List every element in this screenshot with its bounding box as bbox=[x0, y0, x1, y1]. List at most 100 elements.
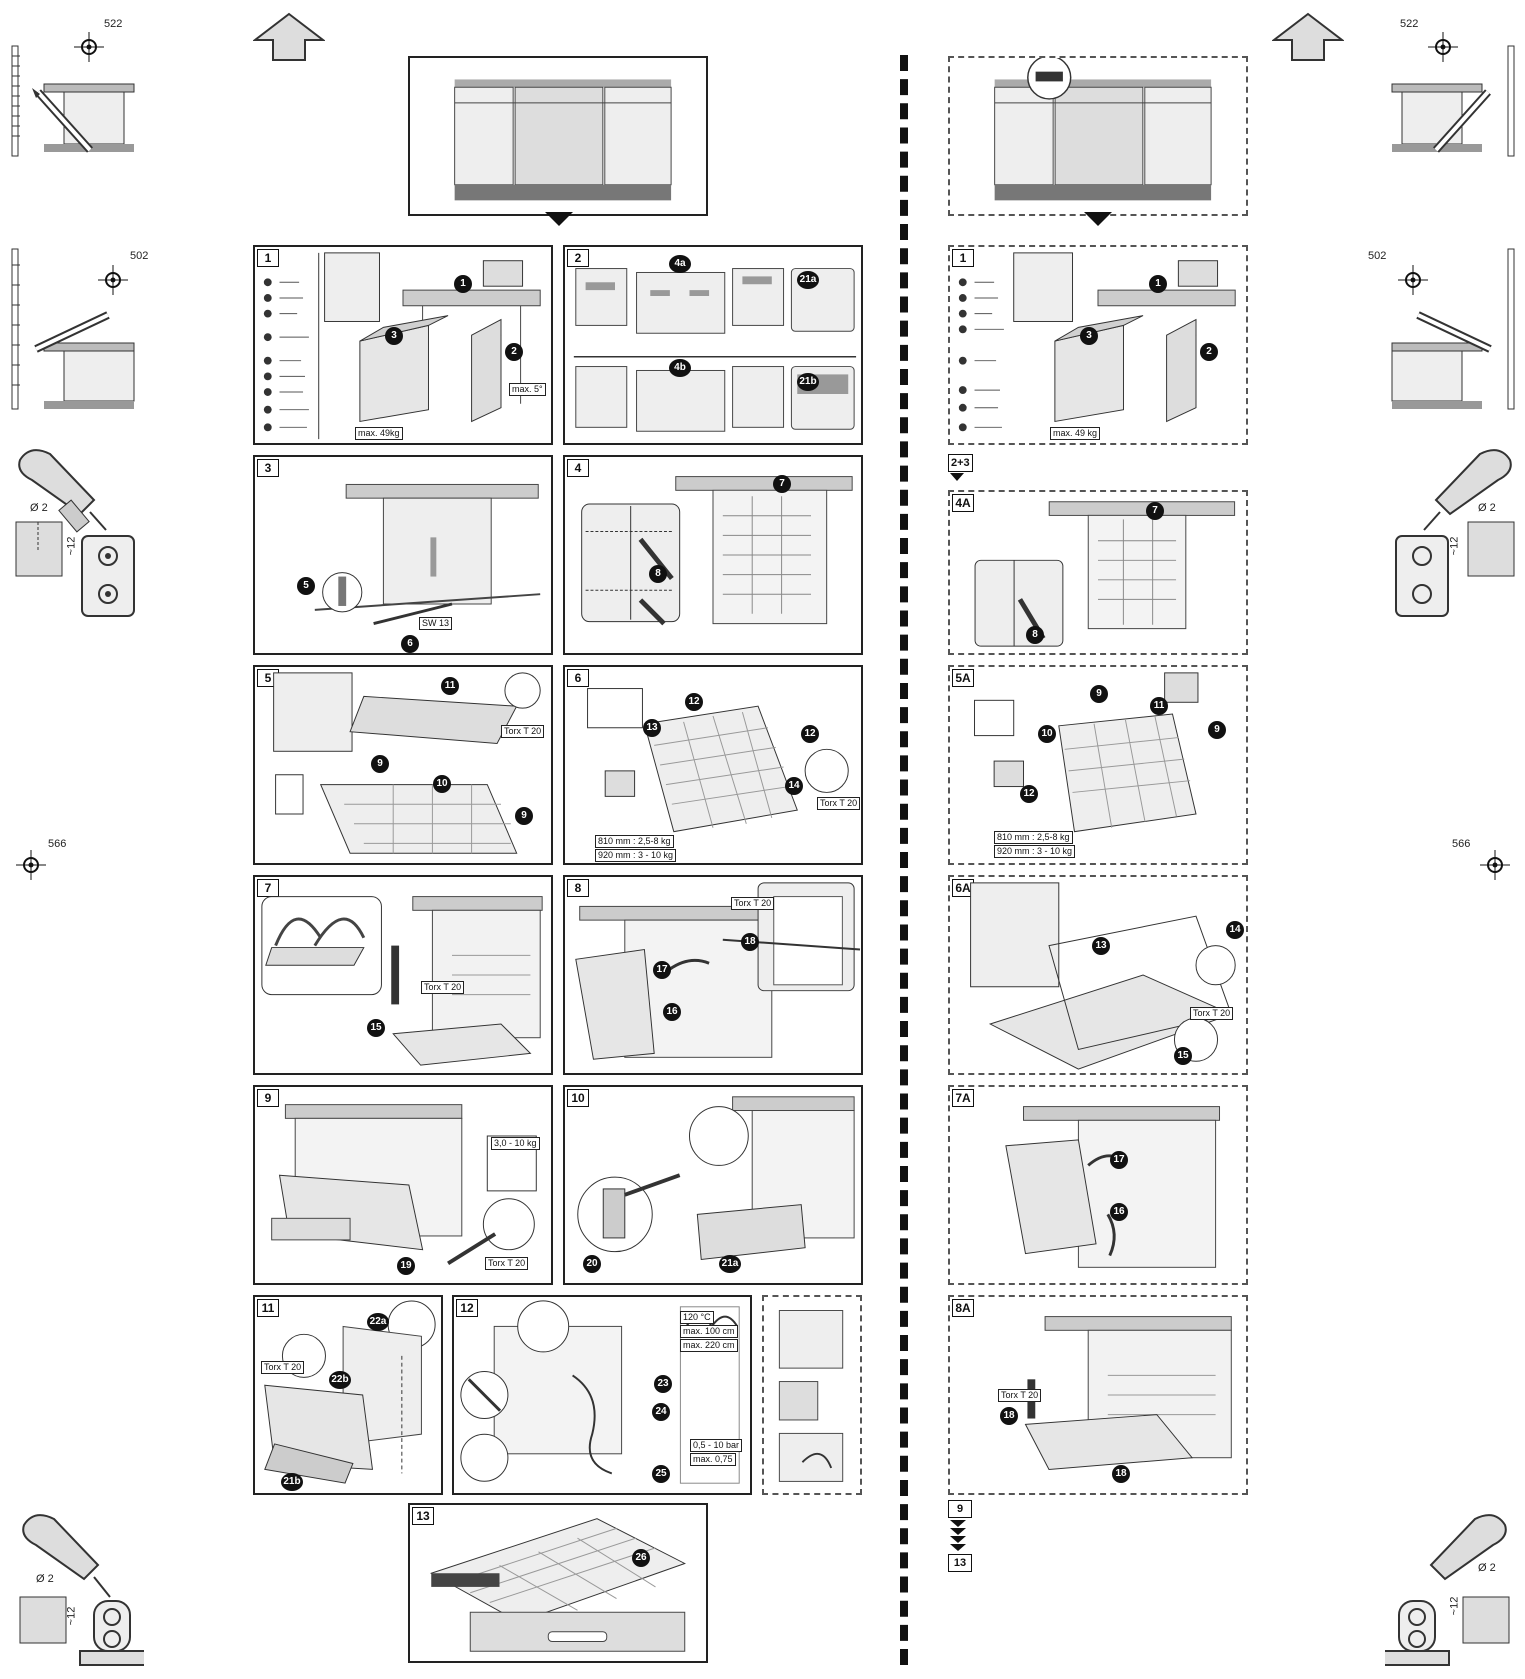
angle-tag: max. 5° bbox=[509, 383, 546, 396]
right-step-1: 1 1 2 3 max. 49 kg bbox=[948, 245, 1248, 445]
callout: 9 bbox=[515, 807, 533, 825]
callout: 22b bbox=[329, 1371, 351, 1389]
step-illustration bbox=[264, 1300, 436, 1484]
left-step-5: 5 11 9 10 9 Torx T 20 bbox=[253, 665, 553, 865]
right-step-4a: 4A 7 8 bbox=[948, 490, 1248, 655]
hose-length-tag: max. 220 cm bbox=[680, 1339, 738, 1352]
dim-label: 502 bbox=[1368, 250, 1387, 262]
callout: 23 bbox=[654, 1375, 672, 1393]
callout: 16 bbox=[1110, 1203, 1128, 1221]
callout: 25 bbox=[652, 1465, 670, 1483]
left-step-10: 10 20 21a bbox=[563, 1085, 863, 1285]
step-illustration bbox=[271, 1104, 537, 1266]
step-number: 9 bbox=[257, 1089, 279, 1107]
callout: 9 bbox=[1090, 685, 1108, 703]
step-number: 4A bbox=[952, 494, 974, 512]
step-number: 4 bbox=[567, 459, 589, 477]
callout: 24 bbox=[652, 1403, 670, 1421]
callout: 14 bbox=[1226, 921, 1244, 939]
drill-depth-label: ~12 bbox=[1448, 1596, 1461, 1616]
crosshair-icon bbox=[74, 32, 104, 62]
callout: 9 bbox=[371, 755, 389, 773]
callout: 11 bbox=[441, 677, 459, 695]
cabinet-angle-left-illustration bbox=[11, 248, 135, 410]
dim-label: 502 bbox=[130, 250, 149, 262]
cabinet-angle-right-illustration bbox=[1391, 248, 1515, 410]
overview-right bbox=[948, 56, 1248, 216]
callout: 11 bbox=[1150, 697, 1168, 715]
callout: 2 bbox=[1200, 343, 1218, 361]
callout: 20 bbox=[583, 1255, 601, 1273]
callout: 3 bbox=[1080, 327, 1098, 345]
drill-depth-label: ~12 bbox=[65, 1606, 78, 1626]
step-illustration bbox=[430, 1518, 686, 1652]
step-illustration bbox=[974, 672, 1199, 833]
torx-tag: Torx T 20 bbox=[501, 725, 545, 738]
callout: 9 bbox=[1208, 721, 1226, 739]
overview-left bbox=[408, 56, 708, 216]
callout: 16 bbox=[663, 1003, 681, 1021]
callout: 12 bbox=[1020, 785, 1038, 803]
up-arrow-left-icon bbox=[253, 12, 325, 61]
right-step-5a: 5A 9 11 10 9 12 810 mm : 2,5-8 kg 920 mm… bbox=[948, 665, 1248, 865]
temperature-tag: 120 °C bbox=[680, 1311, 714, 1324]
callout: 5 bbox=[297, 577, 315, 595]
crosshair-icon bbox=[1398, 265, 1428, 295]
callout: 18 bbox=[741, 933, 759, 951]
dim-label: 566 bbox=[1452, 838, 1471, 850]
callout: 4a bbox=[669, 255, 691, 273]
torx-tag: Torx T 20 bbox=[261, 1361, 305, 1374]
wrench-size-tag: SW 13 bbox=[419, 617, 453, 630]
callout: 7 bbox=[773, 475, 791, 493]
callout: 15 bbox=[367, 1019, 385, 1037]
step-number: 3 bbox=[257, 459, 279, 477]
right-step-7a: 7A 17 16 bbox=[948, 1085, 1248, 1285]
step-number: 8A bbox=[952, 1299, 974, 1317]
callout: 21a bbox=[719, 1255, 741, 1273]
step-number: 11 bbox=[257, 1299, 279, 1317]
callout: 18 bbox=[1000, 1407, 1018, 1425]
step-illustration bbox=[1005, 1106, 1221, 1268]
dim-label: 522 bbox=[1400, 18, 1419, 30]
weight-range-tag: 810 mm : 2,5-8 kg bbox=[994, 831, 1073, 844]
step-illustration bbox=[1024, 1316, 1232, 1470]
callout: 2 bbox=[505, 343, 523, 361]
kitchen-overview-illustration bbox=[454, 79, 672, 201]
crosshair-icon bbox=[1480, 850, 1510, 880]
callout: 22a bbox=[367, 1313, 389, 1331]
torx-tag: Torx T 20 bbox=[817, 797, 861, 810]
down-triangle-left-icon bbox=[545, 212, 573, 226]
down-arrow-icon bbox=[950, 473, 964, 481]
left-step-9: 9 19 3,0 - 10 kg Torx T 20 bbox=[253, 1085, 553, 1285]
crosshair-icon bbox=[1428, 32, 1458, 62]
callout: 1 bbox=[1149, 275, 1167, 293]
cabinet-marking-right-illustration bbox=[1391, 45, 1515, 157]
step-number: 7A bbox=[952, 1089, 974, 1107]
drill-diameter-label: Ø 2 bbox=[36, 1573, 54, 1585]
callout: 15 bbox=[1174, 1047, 1192, 1065]
drill-depth-label: ~12 bbox=[1448, 536, 1461, 556]
crosshair-icon bbox=[16, 850, 46, 880]
callout: 8 bbox=[1026, 626, 1044, 644]
down-triangle-right-icon bbox=[1084, 212, 1112, 226]
callout: 10 bbox=[1038, 725, 1056, 743]
column-divider bbox=[900, 55, 908, 1665]
drill-diameter-label: Ø 2 bbox=[1478, 1562, 1496, 1574]
callout: 14 bbox=[785, 777, 803, 795]
step-number: 6 bbox=[567, 669, 589, 687]
weight-range-tag: 920 mm : 3 - 10 kg bbox=[595, 849, 677, 862]
left-step-4: 4 7 8 bbox=[563, 455, 863, 655]
left-step-3: 3 5 6 SW 13 bbox=[253, 455, 553, 655]
left-step-13: 13 26 bbox=[408, 1503, 708, 1663]
callout: 12 bbox=[685, 693, 703, 711]
weight-tag: max. 49kg bbox=[355, 427, 403, 440]
left-step-8: 8 18 17 16 Torx T 20 bbox=[563, 875, 863, 1075]
callout: 26 bbox=[632, 1549, 650, 1567]
drill-diameter-label: Ø 2 bbox=[1478, 502, 1496, 514]
step-illustration bbox=[958, 252, 1236, 432]
step-number: 8 bbox=[567, 879, 589, 897]
callout: 17 bbox=[653, 961, 671, 979]
weight-tag: max. 49 kg bbox=[1050, 427, 1101, 440]
dim-label: 566 bbox=[48, 838, 67, 850]
callout: 10 bbox=[433, 775, 451, 793]
